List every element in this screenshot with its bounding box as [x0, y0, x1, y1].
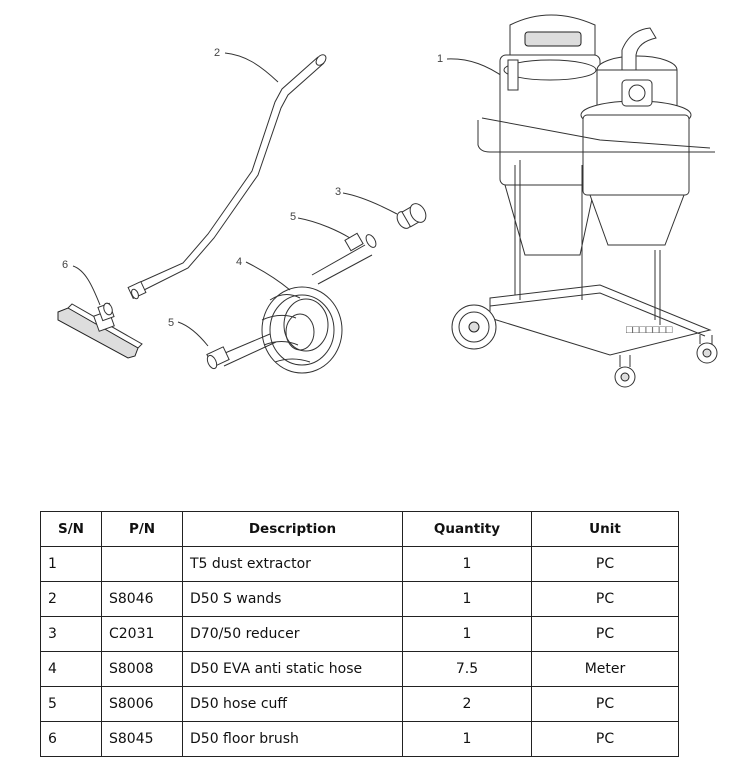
callout-1: 1: [437, 53, 443, 65]
cell-quantity: 1: [402, 721, 532, 757]
callout-4: 4: [236, 256, 242, 268]
table-row: 3 C2031 D70/50 reducer 1 PC: [40, 616, 679, 652]
cell-quantity: 1: [402, 616, 532, 652]
cell-pn: [101, 546, 183, 582]
cell-description: D50 hose cuff: [182, 686, 403, 722]
hose-drawing: 5 4 5: [168, 211, 377, 374]
cell-unit: PC: [531, 581, 679, 617]
header-unit: Unit: [531, 511, 679, 547]
cell-quantity: 2: [402, 686, 532, 722]
table-row: 1 T5 dust extractor 1 PC: [40, 546, 679, 582]
cell-quantity: 7.5: [402, 651, 532, 687]
cell-unit: PC: [531, 546, 679, 582]
cell-description: D70/50 reducer: [182, 616, 403, 652]
parts-exploded-drawing: 2 3 5 4 5 6: [57, 14, 718, 388]
callout-2: 2: [214, 47, 220, 59]
header-quantity: Quantity: [402, 511, 532, 547]
table-row: 6 S8045 D50 floor brush 1 PC: [40, 721, 679, 757]
cell-pn: S8046: [101, 581, 183, 617]
cell-quantity: 1: [402, 546, 532, 582]
cell-quantity: 1: [402, 581, 532, 617]
header-pn: P/N: [101, 511, 183, 547]
header-sn: S/N: [40, 511, 102, 547]
cell-description: T5 dust extractor: [182, 546, 403, 582]
callout-3: 3: [335, 186, 341, 198]
callout-6: 6: [62, 259, 68, 271]
table-row: 4 S8008 D50 EVA anti static hose 7.5 Met…: [40, 651, 679, 687]
cell-sn: 4: [40, 651, 102, 687]
cell-sn: 5: [40, 686, 102, 722]
cell-sn: 1: [40, 546, 102, 582]
svg-text:□□□□□□□: □□□□□□□: [626, 324, 673, 336]
cell-pn: S8008: [101, 651, 183, 687]
table-row: 5 S8006 D50 hose cuff 2 PC: [40, 686, 679, 722]
parts-table: S/N P/N Description Quantity Unit 1 T5 d…: [40, 511, 679, 757]
cell-unit: PC: [531, 616, 679, 652]
reducer-drawing: 3: [335, 186, 427, 229]
cell-sn: 3: [40, 616, 102, 652]
cell-sn: 2: [40, 581, 102, 617]
cell-description: D50 EVA anti static hose: [182, 651, 403, 687]
callout-5-upper: 5: [290, 211, 296, 223]
table-row: 2 S8046 D50 S wands 1 PC: [40, 581, 679, 617]
callout-5-lower: 5: [168, 317, 174, 329]
cell-description: D50 floor brush: [182, 721, 403, 757]
cell-sn: 6: [40, 721, 102, 757]
table-header-row: S/N P/N Description Quantity Unit: [40, 511, 679, 547]
wand-drawing: 2: [127, 47, 327, 300]
dust-extractor-drawing: 1 □□□□□□□: [437, 14, 718, 388]
cell-pn: S8006: [101, 686, 183, 722]
floor-brush-drawing: 6: [57, 259, 143, 359]
cell-pn: C2031: [101, 616, 183, 652]
cell-description: D50 S wands: [182, 581, 403, 617]
header-description: Description: [182, 511, 403, 547]
cell-unit: PC: [531, 721, 679, 757]
cell-unit: PC: [531, 686, 679, 722]
cell-pn: S8045: [101, 721, 183, 757]
cell-unit: Meter: [531, 651, 679, 687]
